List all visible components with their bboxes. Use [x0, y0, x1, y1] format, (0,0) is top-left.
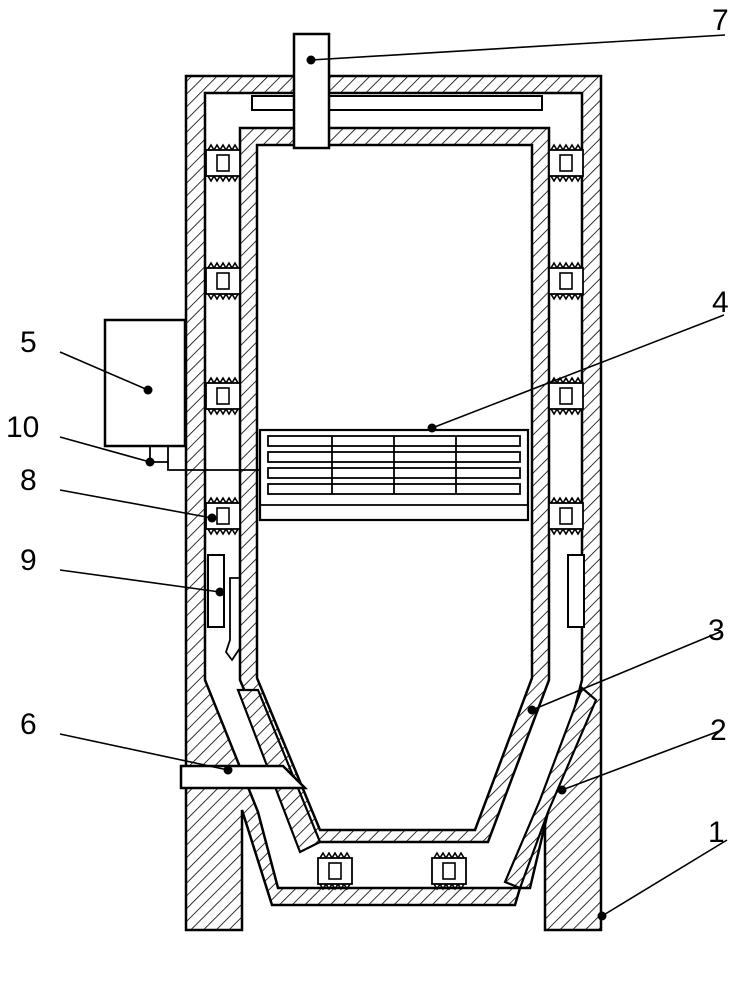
- label-part-9: 9: [20, 544, 37, 577]
- spring-unit-left-1: [205, 143, 241, 183]
- spring-unit-bottom-1: [317, 851, 353, 891]
- discharge-pipe: [179, 764, 309, 790]
- label-part-10: 10: [6, 411, 39, 444]
- spring-unit-right-4: [548, 496, 584, 536]
- part-labels: 1 2 3 4 5 6 7 8 9 10: [6, 4, 729, 849]
- label-part-2: 2: [710, 714, 727, 747]
- spring-unit-left-2: [205, 261, 241, 301]
- inner-vessel: [238, 126, 551, 844]
- label-part-4: 4: [712, 286, 729, 319]
- control-box: [103, 318, 187, 448]
- strut-right: [503, 686, 598, 890]
- spring-unit-right-2: [548, 261, 584, 301]
- label-part-5: 5: [20, 326, 37, 359]
- label-part-7: 7: [712, 4, 729, 37]
- label-part-1: 1: [708, 816, 725, 849]
- bottom-spring-units: [317, 851, 467, 891]
- label-part-8: 8: [20, 464, 37, 497]
- connection-wire: [149, 446, 169, 463]
- spring-units: [205, 143, 584, 536]
- top-inlet-pipe: [292, 32, 331, 150]
- spring-unit-right-3: [548, 376, 584, 416]
- sensor-plate-right: [567, 554, 585, 628]
- connection-wire-2: [167, 462, 265, 471]
- spring-unit-right-1: [548, 143, 584, 183]
- label-part-6: 6: [20, 708, 37, 741]
- label-part-3: 3: [708, 614, 725, 647]
- spring-unit-left-3: [205, 376, 241, 416]
- sensor-probe: [224, 577, 241, 662]
- spring-unit-bottom-2: [431, 851, 467, 891]
- heater-grid: [258, 428, 530, 522]
- leader-lines: [59, 34, 728, 921]
